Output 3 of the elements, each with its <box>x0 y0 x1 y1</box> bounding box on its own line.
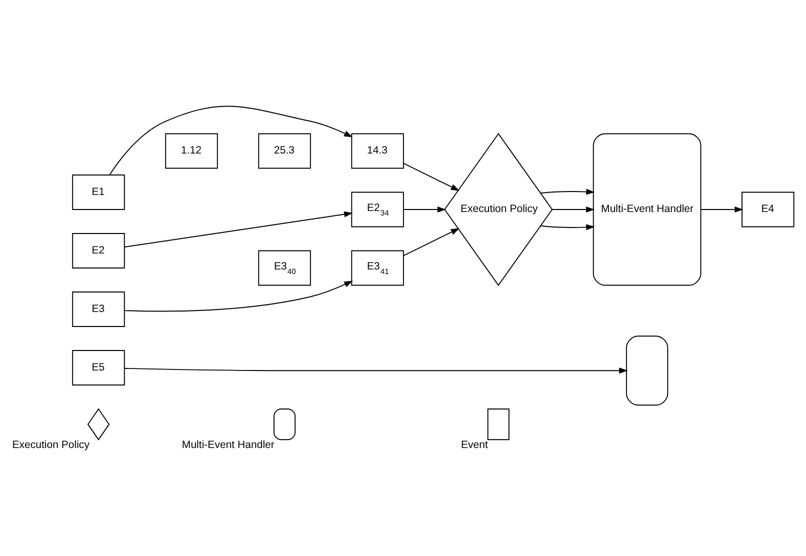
legend-label: Event <box>461 438 488 451</box>
legend-label: Execution Policy <box>12 438 90 451</box>
legend-label: Multi-Event Handler <box>182 438 274 451</box>
